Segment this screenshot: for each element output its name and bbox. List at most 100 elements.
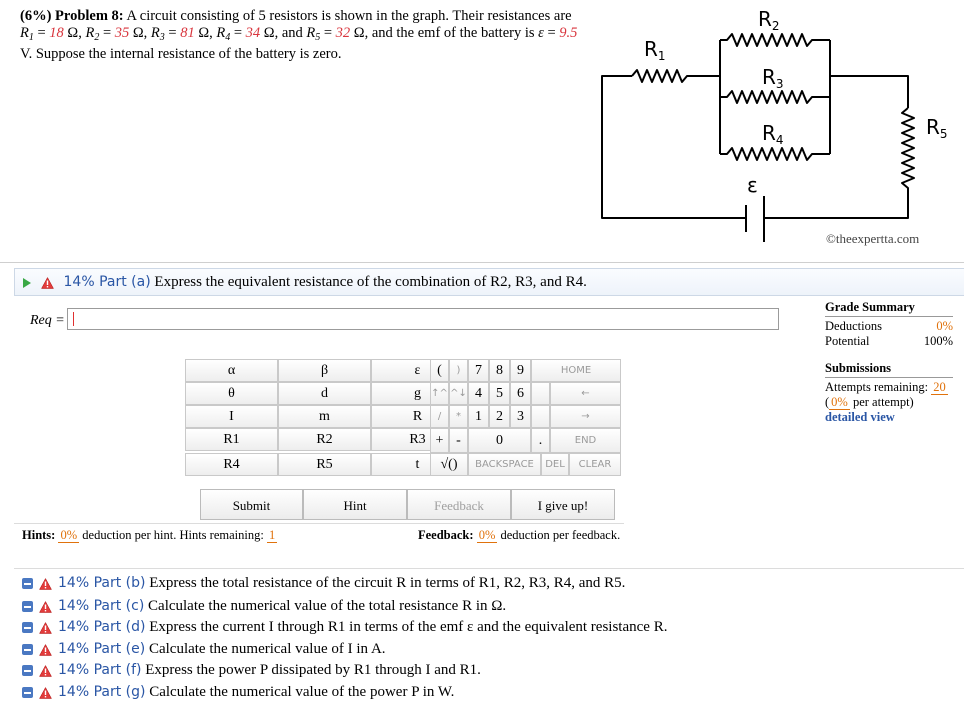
part-a-percent: 14% Part (a) [63,274,151,290]
value-r4: 34 [245,25,261,41]
part-percent: 14% Part (e) [58,641,146,657]
hints-divider [14,523,624,524]
part-prompt: Calculate the numerical value of the tot… [148,598,507,614]
answer-input[interactable] [67,308,779,330]
keypad-blank[interactable] [531,405,550,428]
keypad-symbol-9[interactable]: R1 [185,428,278,451]
part-row[interactable]: 14% Part (c) Calculate the numerical val… [22,598,506,615]
attempts-remaining: 20 [931,380,948,395]
collapse-icon[interactable] [22,665,33,677]
value-r5: 32 [335,25,351,41]
keypad-left-arrow[interactable]: ← [550,382,621,405]
keypad-digit-6[interactable]: 6 [510,382,531,405]
label-r2: R2 [758,7,780,33]
feedback-deduction: 0% [476,528,498,543]
warning-icon [39,600,52,613]
keypad-digit-3[interactable]: 3 [510,405,531,428]
keypad-digit-0[interactable]: 0 [468,428,531,453]
copyright-credit: ©theexpertta.com [826,231,920,246]
collapse-icon[interactable] [22,601,33,613]
part-prompt: Express the total resistance of the circ… [149,575,626,591]
part-row[interactable]: 14% Part (e) Calculate the numerical val… [22,641,386,658]
keypad-symbol-6[interactable]: I [185,405,278,428]
part-prompt: Calculate the numerical value of I in A. [148,641,386,657]
problem-statement: (6%) Problem 8: A circuit consisting of … [20,8,578,62]
hint-button[interactable]: Hint [303,489,407,520]
potential-value: 100% [923,334,953,348]
keypad-digit-7[interactable]: 7 [468,359,489,382]
keypad-symbol-10[interactable]: R2 [278,428,371,451]
keypad-decimal[interactable]: . [531,428,550,453]
keypad-symbol-3[interactable]: θ [185,382,278,405]
keypad-sqrt[interactable]: √() [430,453,468,476]
keypad-end[interactable]: END [550,428,621,453]
part-row[interactable]: 14% Part (d) Express the current I throu… [22,619,667,636]
hints-info: Hints: 0% deduction per hint. Hints rema… [22,528,278,543]
collapse-icon[interactable] [22,622,33,634]
part-row[interactable]: 14% Part (g) Calculate the numerical val… [22,684,454,701]
collapse-icon[interactable] [22,578,33,590]
keypad-digit-2[interactable]: 2 [489,405,510,428]
keypad-right-arrow[interactable]: → [550,405,621,428]
warning-icon [39,664,52,677]
problem-percent: (6%) [20,8,52,24]
part-row[interactable]: 14% Part (b) Express the total resistanc… [22,575,625,592]
keypad-digit-4[interactable]: 4 [468,382,489,405]
text-caret [73,312,74,326]
warning-icon [39,643,52,656]
keypad-del[interactable]: DEL [541,453,569,476]
submissions-title: Submissions [825,361,892,375]
keypad-symbol-13[interactable]: R5 [278,453,371,476]
warning-icon [39,686,52,699]
expand-arrow-icon[interactable] [23,277,31,288]
give-up-button[interactable]: I give up! [511,489,615,520]
label-r4: R4 [762,121,784,147]
part-row[interactable]: 14% Part (f) Express the power P dissipa… [22,662,481,679]
part-percent: 14% Part (b) [58,575,146,591]
warning-icon [40,276,54,289]
part-a-header[interactable]: 14% Part (a) Express the equivalent resi… [14,268,964,296]
label-r1: R1 [644,37,666,63]
grade-summary-title: Grade Summary [825,300,915,314]
keypad-plus[interactable]: + [430,428,449,453]
warning-icon [39,577,52,590]
detailed-view-link[interactable]: detailed view [825,410,895,424]
keypad-home[interactable]: HOME [531,359,621,382]
keypad-symbol-12[interactable]: R4 [185,453,278,476]
part-percent: 14% Part (c) [58,598,145,614]
keypad-digit-9[interactable]: 9 [510,359,531,382]
collapse-icon[interactable] [22,644,33,656]
keypad-minus[interactable]: - [449,428,468,453]
keypad-multiply[interactable]: * [449,405,468,428]
parts-divider [14,568,964,569]
value-r3: 81 [180,25,195,41]
keypad-down-arrow[interactable]: ^↓ [449,382,468,405]
keypad-clear[interactable]: CLEAR [569,453,621,476]
value-r1: 18 [49,25,64,41]
keypad-symbol-4[interactable]: d [278,382,371,405]
keypad-digit-1[interactable]: 1 [468,405,489,428]
keypad-close-paren[interactable]: ) [449,359,468,382]
part-percent: 14% Part (d) [58,619,146,635]
per-attempt-deduction: 0% [829,395,850,410]
circuit-diagram: R1 R2 R3 R4 R5 ε [601,7,948,242]
keypad-backspace[interactable]: BACKSPACE [468,453,541,476]
keypad-digit-5[interactable]: 5 [489,382,510,405]
part-prompt: Express the power P dissipated by R1 thr… [145,662,481,678]
part-percent: 14% Part (f) [58,662,142,678]
keypad-symbol-0[interactable]: α [185,359,278,382]
keypad-open-paren[interactable]: ( [430,359,449,382]
label-r5: R5 [926,115,948,141]
collapse-icon[interactable] [22,687,33,699]
feedback-button[interactable]: Feedback [407,489,511,520]
submit-button[interactable]: Submit [200,489,303,520]
keypad-symbol-1[interactable]: β [278,359,371,382]
keypad-digit-8[interactable]: 8 [489,359,510,382]
problem-number: Problem 8: [55,8,124,24]
keypad-divide[interactable]: / [430,405,449,428]
keypad-symbol-7[interactable]: m [278,405,371,428]
keypad-up-arrow[interactable]: ↑^ [430,382,449,405]
feedback-info: Feedback: 0% deduction per feedback. [418,528,621,543]
keypad-blank[interactable] [531,382,550,405]
